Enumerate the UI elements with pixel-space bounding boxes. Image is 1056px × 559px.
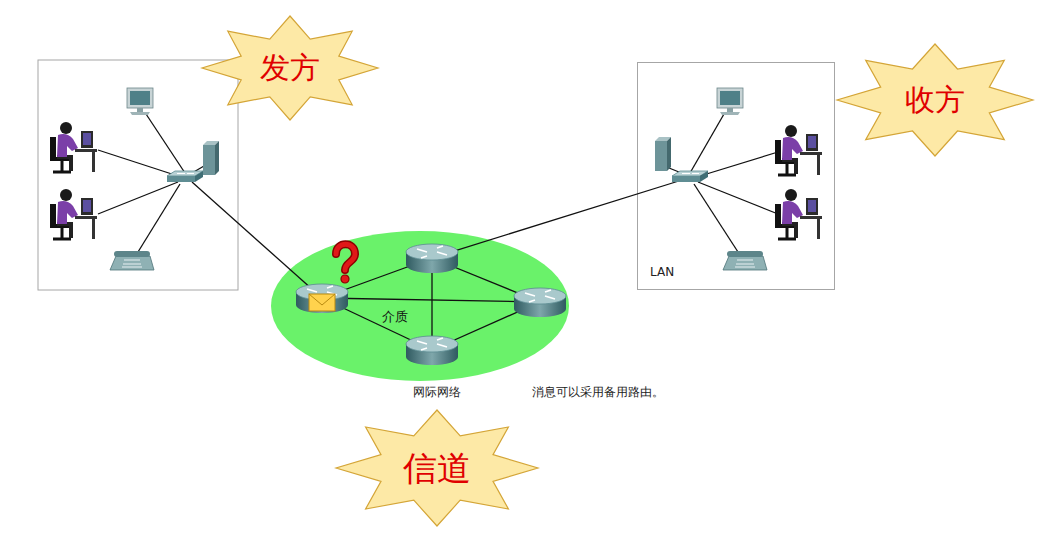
phone-icon bbox=[110, 251, 154, 270]
star-shape bbox=[336, 410, 538, 526]
router-icon bbox=[296, 284, 348, 313]
message-envelope bbox=[309, 294, 335, 311]
switch-icon bbox=[167, 171, 203, 182]
receiver-devices bbox=[655, 88, 822, 270]
question-mark-symbol bbox=[336, 244, 355, 283]
server-icon bbox=[203, 141, 219, 175]
routers bbox=[296, 244, 566, 365]
user-icon bbox=[50, 189, 97, 239]
node-label: LAN bbox=[650, 265, 674, 279]
callout-star: 发方 bbox=[200, 14, 380, 122]
router-icon bbox=[406, 244, 458, 273]
phone-icon bbox=[723, 251, 767, 270]
network-ellipse bbox=[271, 231, 569, 381]
star-shape bbox=[202, 16, 378, 120]
router-icon bbox=[406, 336, 458, 365]
lan-wires bbox=[98, 114, 778, 298]
callout-text: 信道 bbox=[403, 448, 471, 489]
router-icon bbox=[514, 288, 566, 317]
callout-text: 收方 bbox=[905, 82, 965, 118]
user-icon bbox=[50, 122, 97, 172]
callout-star: 收方 bbox=[835, 42, 1035, 158]
user-icon bbox=[775, 125, 822, 175]
network-caption: 网际网络 bbox=[413, 385, 461, 399]
node-label: 介质 bbox=[382, 309, 408, 325]
user-icon bbox=[775, 189, 822, 239]
sender-devices bbox=[50, 88, 219, 270]
switch-icon bbox=[672, 171, 708, 182]
note-text: 消息可以采用备用路由。 bbox=[532, 385, 664, 399]
sender-lan-box bbox=[38, 60, 238, 290]
computer-icon bbox=[717, 88, 743, 115]
callout-star: 信道 bbox=[334, 408, 540, 528]
server-icon bbox=[655, 137, 671, 171]
callout-text: 发方 bbox=[260, 50, 320, 86]
computer-icon bbox=[127, 88, 153, 115]
star-shape bbox=[837, 44, 1033, 156]
